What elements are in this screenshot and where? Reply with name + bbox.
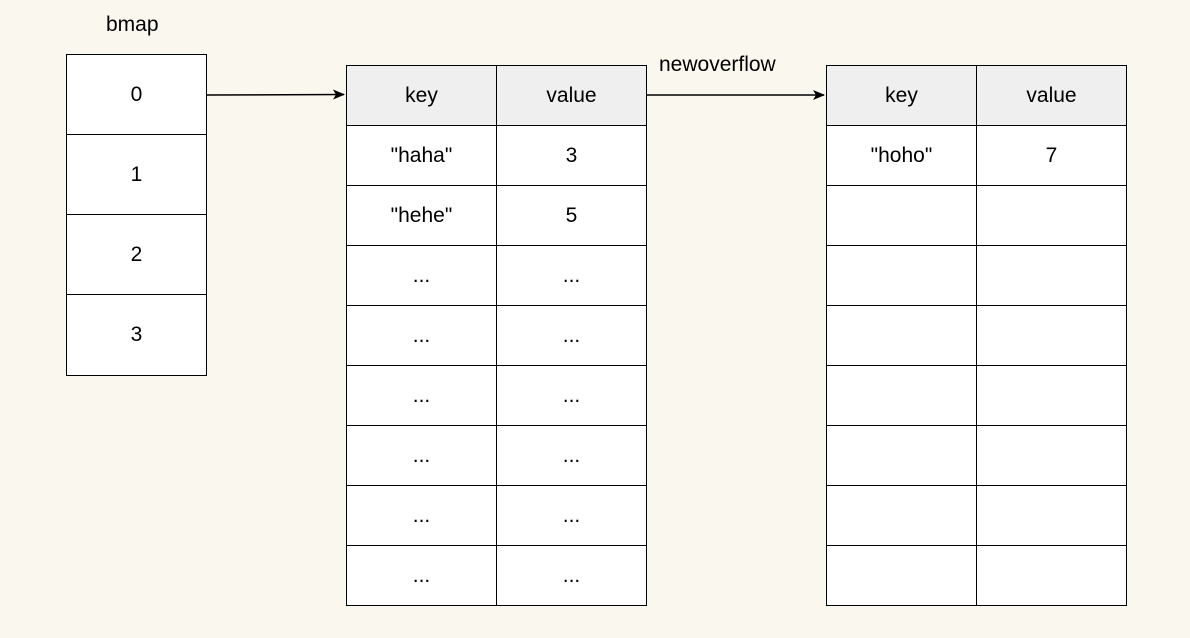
overflow-key-cell: [826, 245, 977, 306]
bucket-table: key value "haha" 3 "hehe" 5 ... ... ... …: [346, 65, 647, 606]
overflow-row: [826, 425, 1127, 486]
overflow-key-cell: [826, 305, 977, 366]
bucket-value-cell: 3: [496, 125, 647, 186]
bucket-value-cell: ...: [496, 305, 647, 366]
newoverflow-label: newoverflow: [659, 53, 776, 76]
bucket-key-cell: ...: [346, 545, 497, 606]
overflow-key-cell: "hoho": [826, 125, 977, 186]
overflow-value-cell: 7: [976, 125, 1127, 186]
overflow-value-cell: [976, 185, 1127, 246]
overflow-value-cell: [976, 365, 1127, 426]
overflow-row: [826, 305, 1127, 366]
bucket-row: ... ...: [346, 425, 647, 486]
bucket-header-row: key value: [346, 65, 647, 126]
overflow-key-cell: [826, 545, 977, 606]
bucket-value-cell: ...: [496, 545, 647, 606]
bucket-value-cell: ...: [496, 245, 647, 306]
bucket-header-value: value: [496, 65, 647, 126]
overflow-key-cell: [826, 485, 977, 546]
overflow-value-cell: [976, 545, 1127, 606]
overflow-row: [826, 185, 1127, 246]
bmap-array: 0 1 2 3: [66, 54, 207, 376]
bucket-value-cell: ...: [496, 425, 647, 486]
overflow-value-cell: [976, 305, 1127, 366]
bmap-cell-1: 1: [67, 135, 206, 215]
overflow-value-cell: [976, 425, 1127, 486]
bucket-value-cell: ...: [496, 485, 647, 546]
bucket-key-cell: "hehe": [346, 185, 497, 246]
bucket-row: "hehe" 5: [346, 185, 647, 246]
overflow-row: [826, 365, 1127, 426]
overflow-key-cell: [826, 425, 977, 486]
bucket-row: ... ...: [346, 545, 647, 606]
bmap-label: bmap: [106, 13, 159, 36]
overflow-row: [826, 545, 1127, 606]
overflow-header-value: value: [976, 65, 1127, 126]
bmap-cell-2: 2: [67, 215, 206, 295]
bucket-key-cell: ...: [346, 245, 497, 306]
overflow-row: [826, 485, 1127, 546]
bmap-cell-3: 3: [130, 323, 143, 346]
bucket-value-cell: 5: [496, 185, 647, 246]
overflow-header-key: key: [826, 65, 977, 126]
bucket-row: ... ...: [346, 305, 647, 366]
overflow-bucket-table: key value "hoho" 7: [826, 65, 1127, 606]
bucket-value-cell: ...: [496, 365, 647, 426]
bmap-cell-0: 0: [67, 55, 206, 135]
bucket-header-key: key: [346, 65, 497, 126]
bucket-row: ... ...: [346, 485, 647, 546]
overflow-row: [826, 245, 1127, 306]
overflow-key-cell: [826, 365, 977, 426]
bucket-key-cell: ...: [346, 365, 497, 426]
overflow-value-cell: [976, 245, 1127, 306]
bmap-to-bucket-arrow: [206, 89, 345, 100]
overflow-header-row: key value: [826, 65, 1127, 126]
bucket-key-cell: ...: [346, 425, 497, 486]
bucket-row: ... ...: [346, 365, 647, 426]
bucket-key-cell: ...: [346, 485, 497, 546]
overflow-value-cell: [976, 485, 1127, 546]
bucket-key-cell: ...: [346, 305, 497, 366]
bucket-key-cell: "haha": [346, 125, 497, 186]
overflow-row: "hoho" 7: [826, 125, 1127, 186]
bucket-row: "haha" 3: [346, 125, 647, 186]
overflow-key-cell: [826, 185, 977, 246]
bucket-row: ... ...: [346, 245, 647, 306]
